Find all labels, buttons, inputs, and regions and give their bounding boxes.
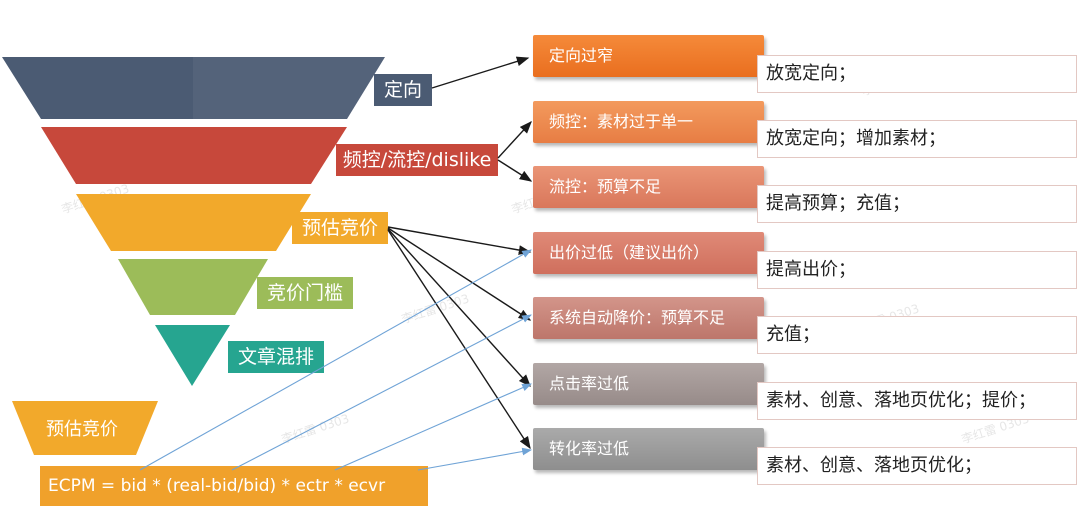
arrow-frequency-2	[497, 159, 533, 182]
cause-box-flow-budget-insufficient: 流控：预算不足	[533, 166, 764, 208]
fix-box-raise-budget-recharge: 提高预算；充值；	[757, 185, 1077, 223]
cause-box-auto-price-reduction: 系统自动降价：预算不足	[533, 297, 764, 339]
arrow-bid-2	[387, 227, 532, 321]
fix-box-recharge: 充值；	[757, 316, 1077, 354]
fix-box-widen-targeting: 放宽定向；	[757, 55, 1077, 93]
arrow-bid-3	[387, 228, 531, 388]
arrow-formula-realbid	[231, 314, 532, 471]
arrow-targeting	[431, 56, 530, 89]
ecpm-formula: ECPM = bid * (real-bid/bid) * ectr * ecv…	[40, 466, 428, 506]
stage-label-bid-estimation: 预估竞价	[292, 212, 388, 244]
funnel-stage-mixing	[155, 325, 230, 386]
funnel-stage-bid-estimation	[76, 194, 311, 251]
stage-label-article-mixing: 文章混排	[228, 341, 324, 373]
stage-label-bid-threshold: 竞价门槛	[257, 277, 353, 309]
cause-box-narrow-targeting: 定向过窄	[533, 35, 764, 77]
funnel-stage-frequency	[41, 127, 347, 184]
cause-box-bid-too-low: 出价过低（建议出价）	[533, 232, 764, 274]
fix-box-optimize-creative: 素材、创意、落地页优化；	[757, 447, 1077, 485]
bid-block-trapezoid	[12, 401, 158, 455]
fix-box-widen-targeting-add-creatives: 放宽定向；增加素材；	[757, 120, 1077, 158]
funnel-stage-targeting	[2, 57, 385, 119]
arrow-frequency-1	[497, 120, 532, 159]
fix-box-raise-bid: 提高出价；	[757, 251, 1077, 289]
fix-box-optimize-creative-raise-bid: 素材、创意、落地页优化；提价；	[757, 382, 1077, 420]
arrow-bid-4	[387, 229, 531, 450]
cause-box-ctr-too-low: 点击率过低	[533, 363, 764, 405]
bid-block-title: 预估竞价	[46, 419, 118, 440]
funnel-stage-bid-threshold	[118, 259, 268, 315]
arrow-formula-ectr	[334, 383, 533, 471]
arrow-formula-bid	[139, 249, 532, 471]
arrow-bid-1	[387, 226, 532, 255]
cause-box-frequency-single-creative: 频控：素材过于单一	[533, 101, 764, 143]
stage-label-targeting: 定向	[374, 74, 432, 106]
arrow-formula-ecvr	[417, 447, 533, 471]
cause-box-cvr-too-low: 转化率过低	[533, 428, 764, 470]
stage-label-frequency-flow-dislike: 频控/流控/dislike	[336, 144, 498, 176]
